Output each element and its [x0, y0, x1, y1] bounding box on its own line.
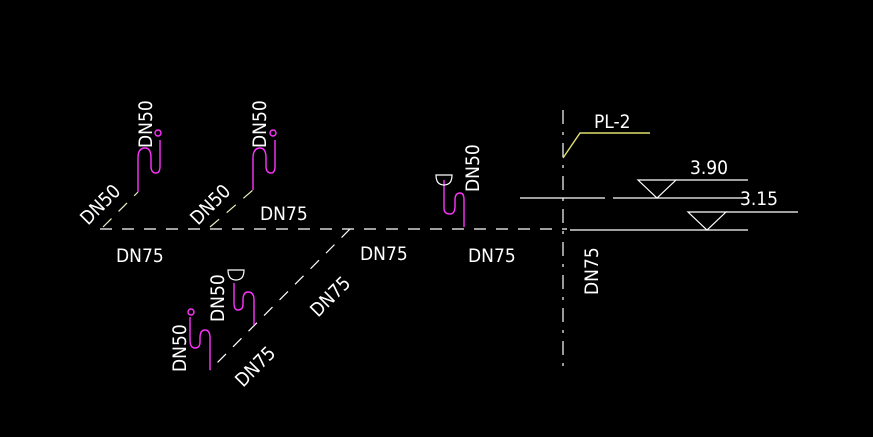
- branch-pipe-mid: [209, 189, 254, 228]
- label-dn75-main-left: DN75: [116, 245, 164, 267]
- label-dn50-branch-left: DN50: [76, 180, 125, 229]
- diagonal-drain-pipe: [209, 228, 351, 371]
- trap-symbol-mid: [252, 140, 276, 190]
- label-dn50-top-mid: DN50: [249, 100, 271, 148]
- label-elevation-upper: 3.90: [690, 157, 728, 179]
- label-riser-tag-pl2: PL-2: [594, 111, 631, 133]
- label-dn75-lower-diag: DN75: [231, 342, 280, 391]
- label-dn75-main-right: DN75: [468, 245, 516, 267]
- trap-symbol-lower-b: [233, 283, 255, 325]
- riser-tag-leader: [562, 132, 650, 159]
- floor-drain-funnel-right: [435, 174, 453, 186]
- label-dn75-diagonal: DN75: [306, 272, 355, 321]
- label-dn50-right-trap: DN50: [462, 144, 484, 192]
- label-dn75-main-top: DN75: [260, 203, 308, 225]
- trap-symbol-right: [443, 180, 465, 227]
- branch-pipe-left: [102, 191, 139, 228]
- floor-drain-funnel-lower: [227, 269, 245, 281]
- label-dn75-main-center: DN75: [360, 243, 408, 265]
- label-dn50-lower-a: DN50: [169, 324, 191, 372]
- label-dn50-branch-mid: DN50: [186, 180, 235, 229]
- trap-symbol-left: [137, 140, 161, 192]
- trap-cap-lower-a: [187, 308, 195, 316]
- trap-cap-left: [154, 129, 162, 137]
- label-elevation-lower: 3.15: [740, 188, 778, 210]
- elevation-triangle-lower: [686, 211, 728, 231]
- label-dn50-lower-b: DN50: [207, 274, 229, 322]
- label-dn50-top-left: DN50: [135, 100, 157, 148]
- label-dn75-riser: DN75: [581, 247, 603, 295]
- trap-cap-mid: [269, 129, 277, 137]
- trap-symbol-lower-a: [189, 317, 211, 370]
- elevation-triangle-upper: [636, 179, 678, 199]
